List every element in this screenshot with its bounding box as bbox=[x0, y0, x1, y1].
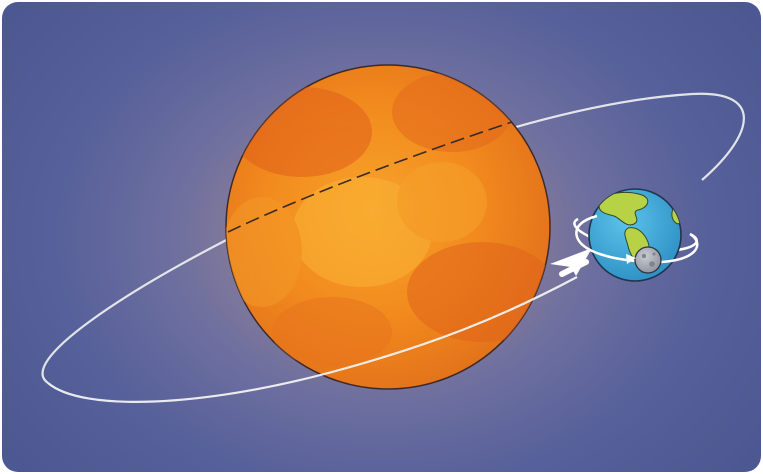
direction-arrow-icon bbox=[550, 248, 592, 277]
orbit-hidden-dashed bbox=[227, 121, 513, 233]
earth-icon bbox=[588, 188, 682, 282]
sun-icon bbox=[225, 64, 551, 390]
moon-orbit-front bbox=[575, 214, 699, 264]
moon-icon bbox=[634, 246, 662, 274]
earth-orbit-front bbox=[47, 276, 578, 403]
moon-orbit-arrowhead bbox=[626, 254, 636, 264]
